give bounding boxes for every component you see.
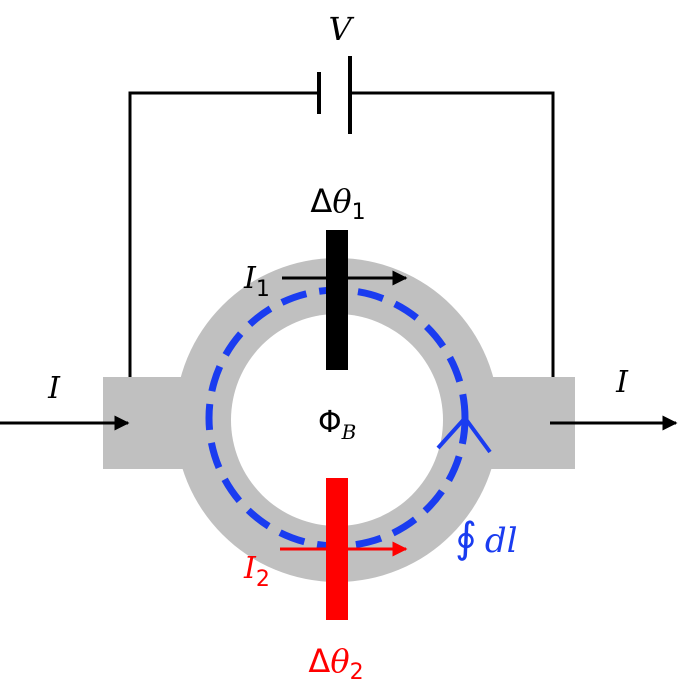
integration-direction-arrow bbox=[436, 414, 492, 454]
contour-integral-symbol: ∮ bbox=[455, 513, 477, 562]
current-1-label: I1 bbox=[243, 261, 270, 302]
junction-1 bbox=[326, 230, 348, 370]
junction-1-subscript: 1 bbox=[352, 200, 366, 225]
current-1-subscript: 1 bbox=[256, 277, 270, 302]
current-2-symbol: I bbox=[243, 551, 257, 586]
current-2-label: I2 bbox=[243, 551, 270, 592]
flux-label: ΦB bbox=[318, 405, 356, 444]
junction-1-delta: Δ bbox=[310, 182, 332, 220]
junction-2-theta: θ bbox=[330, 642, 349, 680]
current-1-symbol: I bbox=[243, 261, 257, 296]
junction-2-label: Δθ2 bbox=[308, 642, 363, 685]
current-2-subscript: 2 bbox=[256, 567, 270, 592]
current-out-label: I bbox=[615, 365, 629, 400]
flux-symbol: Φ bbox=[318, 405, 342, 440]
junction-1-label: Δθ1 bbox=[310, 182, 365, 225]
junction-2-delta: Δ bbox=[308, 642, 330, 680]
ring-hole bbox=[231, 314, 443, 526]
loop-integral-label: ∮dl bbox=[455, 513, 518, 562]
junction-1-theta: θ bbox=[332, 182, 351, 220]
loop-integral-text: dl bbox=[485, 521, 518, 561]
voltage-label: V bbox=[328, 10, 354, 48]
flux-subscript: B bbox=[341, 420, 357, 444]
circuit-wire bbox=[128, 91, 318, 378]
current-in-label: I bbox=[47, 371, 61, 406]
circuit-wire-right bbox=[352, 91, 555, 378]
junction-2-subscript: 2 bbox=[350, 660, 364, 685]
